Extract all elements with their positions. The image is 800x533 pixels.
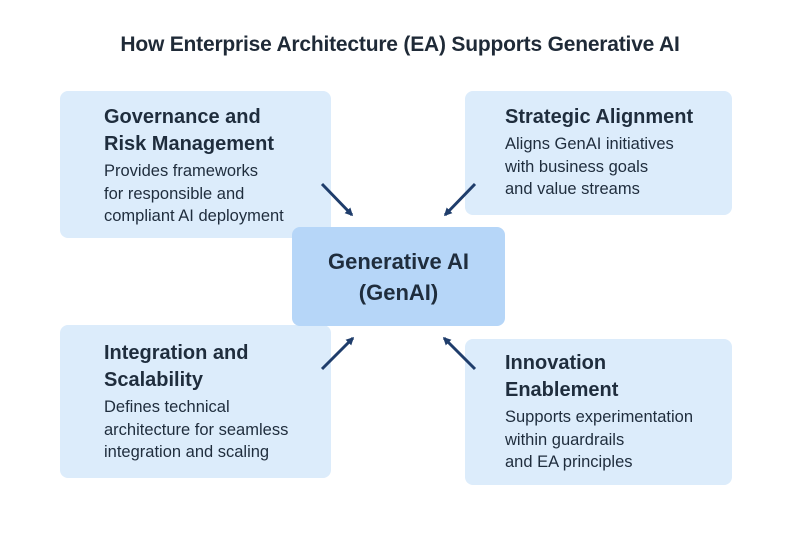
genai-center-node: Generative AI (GenAI) bbox=[292, 227, 505, 326]
strategic-description: Aligns GenAI initiatives with business g… bbox=[505, 135, 674, 198]
integration-heading: Integration and Scalability bbox=[104, 342, 249, 391]
innovation-card: Innovation Enablement Supports experimen… bbox=[465, 339, 732, 485]
innovation-description: Supports experimentation within guardrai… bbox=[505, 408, 694, 471]
governance-description: Provides frameworks for responsible and … bbox=[104, 162, 284, 225]
diagram-title: How Enterprise Architecture (EA) Support… bbox=[120, 33, 680, 56]
integration-card: Integration and Scalability Defines tech… bbox=[60, 325, 331, 478]
genai-center-label: Generative AI (GenAI) bbox=[327, 248, 470, 305]
governance-card: Governance and Risk Management Provides … bbox=[60, 91, 331, 238]
integration-description: Defines technical architecture for seaml… bbox=[104, 398, 289, 461]
governance-heading: Governance and Risk Management bbox=[104, 106, 275, 155]
strategic-heading: Strategic Alignment bbox=[505, 106, 694, 128]
innovation-heading: Innovation Enablement bbox=[505, 352, 619, 401]
strategic-card: Strategic Alignment Aligns GenAI initiat… bbox=[465, 91, 732, 215]
